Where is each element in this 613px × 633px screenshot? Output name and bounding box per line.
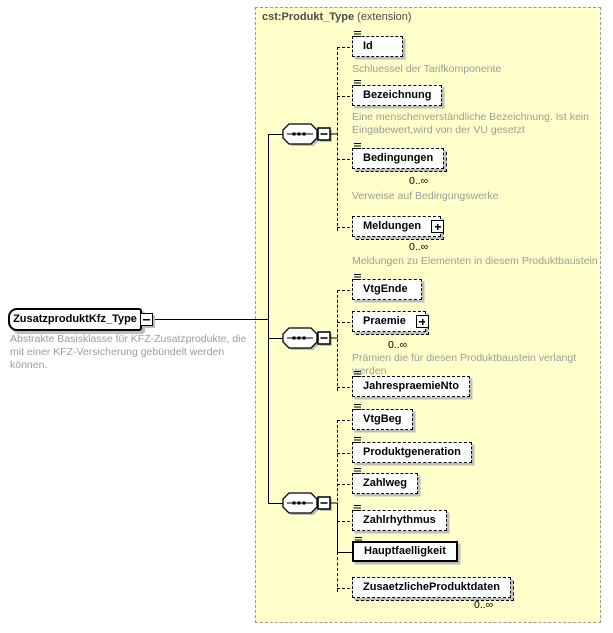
element-bezeichnung-description: Eine menschenverständliche Bezeichnung. …: [352, 111, 589, 136]
connector-produktgeneration: [337, 453, 355, 454]
element-label: Bedingungen: [363, 152, 434, 164]
element-label: Praemie: [363, 315, 406, 327]
element-label: Zahlweg: [363, 477, 408, 489]
connector-bezeichnung: [337, 96, 355, 97]
occurrence-label: 0..∞: [388, 339, 408, 351]
occurrence-label: 0..∞: [409, 241, 429, 253]
connector-meldungen: [337, 227, 355, 228]
extension-keyword: (extension): [357, 11, 412, 23]
element-jahrespraemiento[interactable]: JahrespraemieNto: [352, 371, 470, 397]
element-label: Bezeichnung: [363, 89, 432, 101]
text-content-icon: [354, 31, 361, 37]
element-meldungen-description: Meldungen zu Elementen in diesem Produkt…: [352, 255, 598, 267]
text-content-icon: [355, 537, 362, 543]
text-content-icon: [354, 143, 361, 149]
text-content-icon: [354, 505, 361, 511]
sequence-compositor-3[interactable]: [282, 490, 338, 516]
connector-id: [337, 47, 355, 48]
text-content-icon: [354, 404, 361, 410]
connector-vtgbeg: [337, 420, 355, 421]
connector-bedingungen: [337, 159, 355, 160]
element-label: VtgBeg: [363, 413, 402, 425]
element-meldungen[interactable]: Meldungen: [352, 216, 445, 240]
sequence-compositor-2[interactable]: [282, 325, 338, 351]
connector-jahrespraemiento: [337, 387, 355, 388]
element-id-description: Schluessel der Tarifkomponente: [352, 63, 502, 75]
connector-root-to-trunk: [154, 319, 268, 320]
connector-to-sequence-2: [268, 338, 284, 339]
text-content-icon: [354, 468, 361, 474]
connector-praemie: [337, 322, 355, 323]
element-bedingungen[interactable]: Bedingungen: [352, 143, 448, 172]
root-type-box[interactable]: ZusatzproduktKfz_Type: [8, 308, 142, 331]
occurrence-label: 0..∞: [474, 599, 494, 611]
connector-main-trunk: [268, 134, 269, 503]
element-hauptfaelligkeit[interactable]: Hauptfaelligkeit: [352, 537, 458, 562]
element-praemie-description: Prämien die für diesen Produktbaustein v…: [352, 352, 577, 377]
sequence-compositor-1[interactable]: [282, 121, 338, 147]
element-produktgeneration[interactable]: Produktgeneration: [352, 437, 472, 463]
root-type-description: Abstrakte Basisklasse für KFZ-Zusatzprod…: [10, 333, 247, 371]
element-label: Zahlrhythmus: [363, 514, 436, 526]
expand-icon[interactable]: [431, 220, 445, 233]
connector-zusaetzlicheproduktdaten: [337, 588, 355, 589]
text-content-icon: [354, 274, 361, 280]
connector-group3-trunk-middle: [337, 503, 338, 552]
text-content-icon: [354, 437, 361, 443]
occurrence-label: 0..∞: [409, 175, 429, 187]
connector-to-sequence-1: [268, 134, 284, 135]
connector-group2-trunk: [337, 290, 338, 391]
element-praemie[interactable]: Praemie: [352, 311, 429, 335]
element-label: Id: [363, 40, 373, 52]
element-label: Hauptfaelligkeit: [364, 545, 446, 557]
connector-vtgende: [337, 290, 355, 291]
element-label: Meldungen: [363, 220, 422, 232]
element-zusaetzlicheproduktdaten[interactable]: ZusaetzlicheProduktdaten: [352, 577, 514, 601]
connector-zahlrhythmus: [337, 521, 355, 522]
element-vtgbeg[interactable]: VtgBeg: [352, 404, 413, 430]
element-id[interactable]: Id: [352, 31, 403, 57]
connector-to-sequence-3: [268, 503, 284, 504]
element-label: Produktgeneration: [363, 446, 461, 458]
text-content-icon: [354, 371, 361, 377]
element-zahlrhythmus[interactable]: Zahlrhythmus: [352, 505, 447, 531]
sequence-icon: [282, 492, 338, 515]
sequence-icon: [282, 123, 338, 146]
sequence-icon: [282, 327, 338, 350]
expand-icon[interactable]: [415, 315, 429, 328]
text-content-icon: [354, 80, 361, 86]
element-zahlweg[interactable]: Zahlweg: [352, 468, 419, 494]
connector-group1-trunk: [337, 47, 338, 231]
element-bedingungen-description: Verweise auf Bedingungswerke: [352, 190, 499, 202]
connector-group3-trunk-upper: [337, 420, 338, 506]
connector-zahlweg: [337, 484, 355, 485]
base-type-name: cst:Produkt_Type: [262, 11, 355, 23]
element-bezeichnung[interactable]: Bezeichnung: [352, 80, 443, 106]
element-label: VtgEnde: [363, 283, 408, 295]
element-label: JahrespraemieNto: [363, 380, 459, 392]
extension-container-label: cst:Produkt_Type (extension): [262, 11, 412, 23]
connector-hauptfaelligkeit: [337, 552, 352, 553]
element-label: ZusaetzlicheProduktdaten: [363, 581, 500, 593]
element-vtgende[interactable]: VtgEnde: [352, 274, 422, 300]
root-collapse-button[interactable]: [140, 313, 153, 326]
connector-group3-trunk-lower: [337, 552, 338, 592]
